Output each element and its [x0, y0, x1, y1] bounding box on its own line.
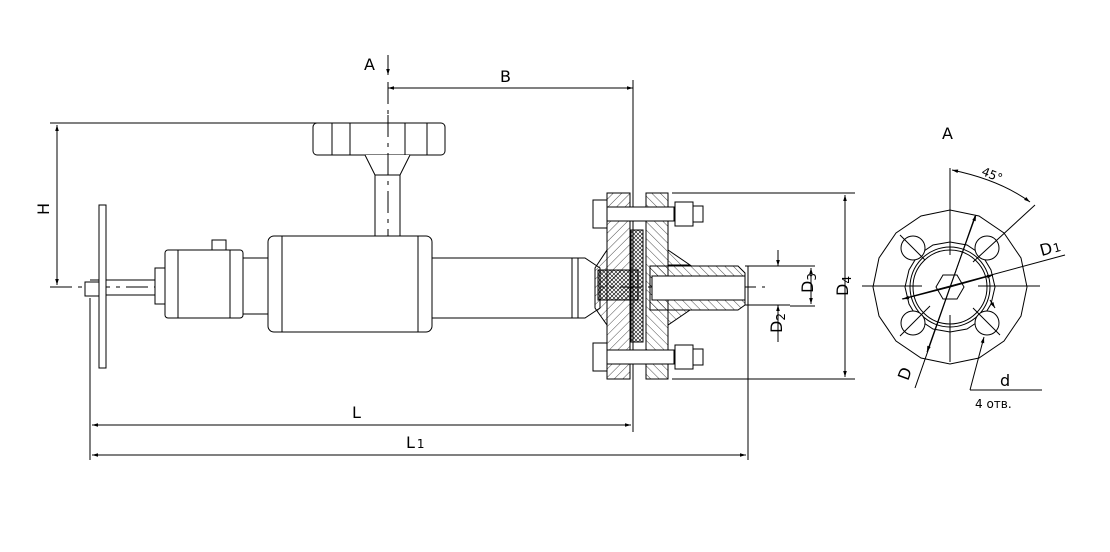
dimension-h-label: H — [34, 203, 53, 215]
svg-text:D3: D3 — [798, 273, 819, 293]
bolt-top — [592, 199, 704, 229]
hole-diameter-label: d — [1000, 371, 1010, 390]
dimension-b: B — [388, 67, 633, 90]
dimension-d-label: D — [894, 365, 916, 383]
handwheel[interactable] — [98, 204, 107, 369]
dimension-d3: D3 — [790, 265, 819, 307]
view-a-title: A — [942, 124, 953, 143]
dimension-b-label: B — [500, 67, 511, 86]
top-flange — [312, 115, 446, 240]
flange-assembly — [592, 192, 749, 460]
pipe — [431, 257, 601, 319]
svg-text:D4: D4 — [833, 276, 854, 296]
valve-body — [84, 204, 433, 460]
dimension-l: L — [92, 403, 631, 427]
svg-text:L1: L1 — [406, 433, 425, 452]
dimension-d2: D2 — [745, 250, 790, 342]
svg-text:D2: D2 — [767, 313, 788, 333]
dimension-d4: D4 — [672, 192, 855, 380]
view-a: A 45° D D1 d 4 отв. — [862, 124, 1066, 411]
angle-label: 45° — [980, 164, 1005, 185]
hole-count-label: 4 отв. — [975, 397, 1012, 411]
svg-text:D1: D1 — [1038, 236, 1063, 260]
bolt-bottom — [592, 342, 704, 372]
dimension-l-label: L — [352, 403, 361, 422]
section-mark-label: A — [364, 55, 375, 74]
